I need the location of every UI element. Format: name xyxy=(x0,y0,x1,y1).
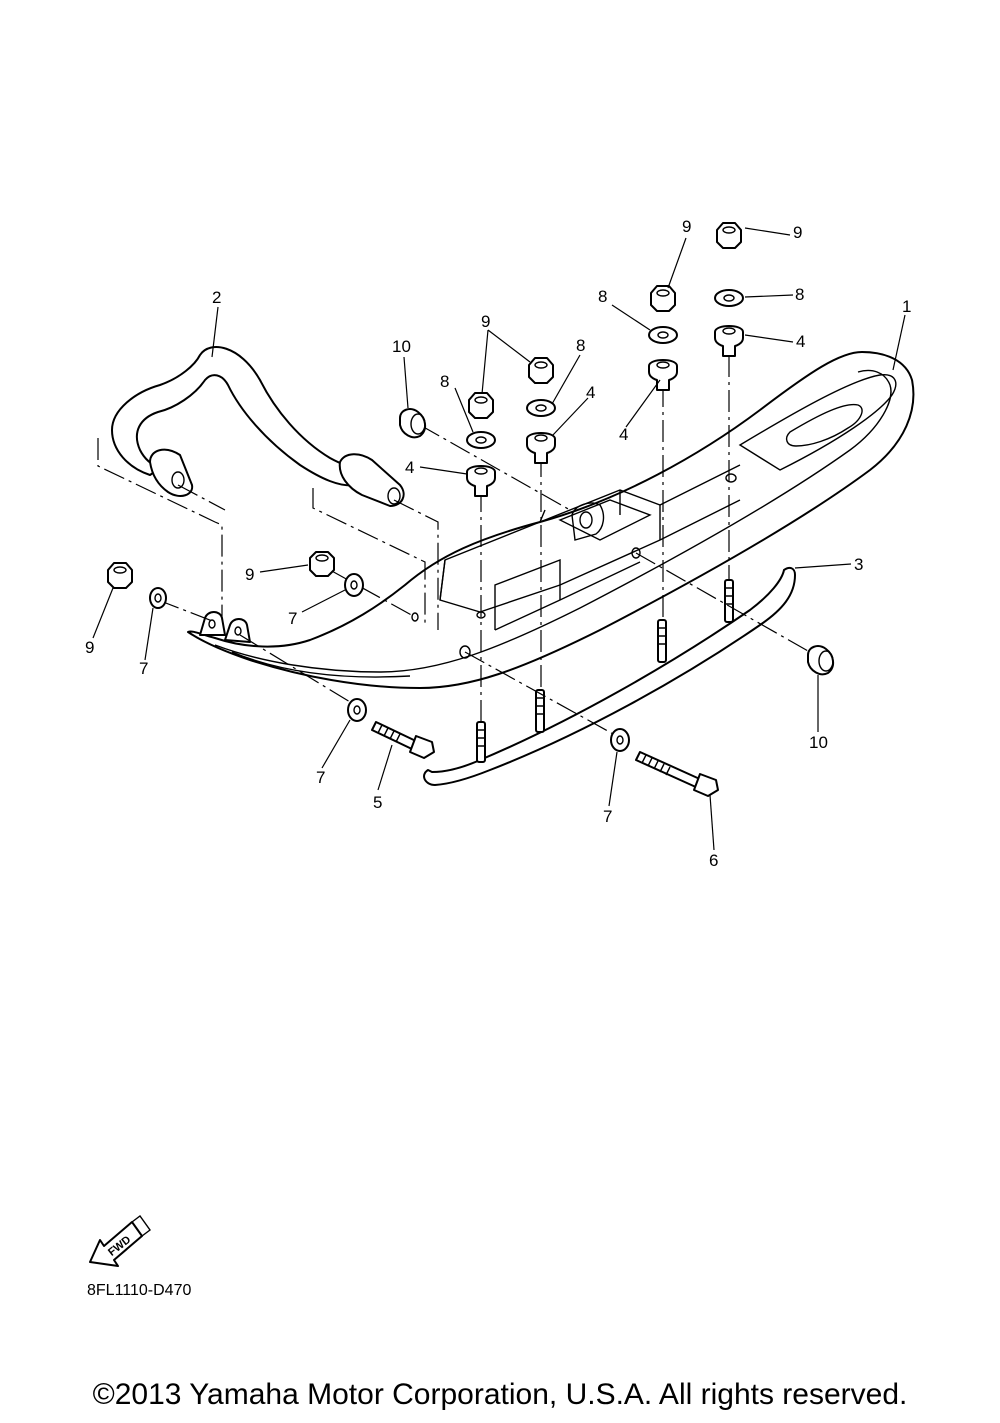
callout-5: 5 xyxy=(373,793,382,812)
washer-7 xyxy=(344,573,364,597)
nut-9 xyxy=(107,562,133,589)
nut-9 xyxy=(650,285,676,312)
callout-7: 7 xyxy=(139,659,148,678)
nut-9 xyxy=(468,392,494,419)
callout-9: 9 xyxy=(793,223,802,242)
callout-4: 4 xyxy=(405,458,414,477)
callout-10: 10 xyxy=(809,733,828,752)
callout-7: 7 xyxy=(316,768,325,787)
callout-8: 8 xyxy=(440,372,449,391)
callout-4: 4 xyxy=(796,332,805,351)
callout-4: 4 xyxy=(619,425,628,444)
assembly-center-lines xyxy=(97,355,816,736)
callout-9: 9 xyxy=(481,312,490,331)
hardware-parts xyxy=(107,222,834,797)
nut-9 xyxy=(528,357,554,384)
washer-8 xyxy=(714,289,744,307)
collar-4 xyxy=(714,325,744,357)
washer-7 xyxy=(347,698,367,722)
bolt-6 xyxy=(635,751,719,797)
grommet-10 xyxy=(399,408,426,439)
ski-loop-handle xyxy=(111,346,405,507)
fwd-arrow-icon: FWD xyxy=(89,1215,151,1267)
copyright-notice: ©2013 Yamaha Motor Corporation, U.S.A. A… xyxy=(92,1378,908,1411)
collar-4 xyxy=(648,359,678,391)
leader-lines xyxy=(92,227,906,851)
washer-8 xyxy=(526,399,556,417)
callout-7: 7 xyxy=(288,609,297,628)
nut-9 xyxy=(309,551,335,577)
nut-9 xyxy=(716,222,742,249)
callout-9: 9 xyxy=(85,638,94,657)
grommet-10 xyxy=(807,645,834,676)
callout-1: 1 xyxy=(902,297,911,316)
collar-4 xyxy=(526,432,556,464)
ski-body xyxy=(187,351,915,689)
callout-7: 7 xyxy=(603,807,612,826)
callout-6: 6 xyxy=(709,851,718,870)
washer-8 xyxy=(466,431,496,449)
callout-3: 3 xyxy=(854,555,863,574)
callout-8: 8 xyxy=(598,287,607,306)
callout-10: 10 xyxy=(392,337,411,356)
callout-8: 8 xyxy=(795,285,804,304)
washer-8 xyxy=(648,326,678,344)
bolt-5 xyxy=(371,721,435,759)
callout-9: 9 xyxy=(682,217,691,236)
callout-2: 2 xyxy=(212,288,221,307)
washer-7 xyxy=(149,587,167,609)
diagram-code: 8FL1110-D470 xyxy=(87,1282,192,1299)
washer-7 xyxy=(610,728,630,752)
callout-4: 4 xyxy=(586,383,595,402)
collar-4 xyxy=(466,465,496,497)
callout-numbers: 1 2 3 4 4 4 4 5 6 7 7 7 7 8 8 8 8 9 9 9 … xyxy=(85,217,911,870)
callout-9: 9 xyxy=(245,565,254,584)
callout-8: 8 xyxy=(576,336,585,355)
